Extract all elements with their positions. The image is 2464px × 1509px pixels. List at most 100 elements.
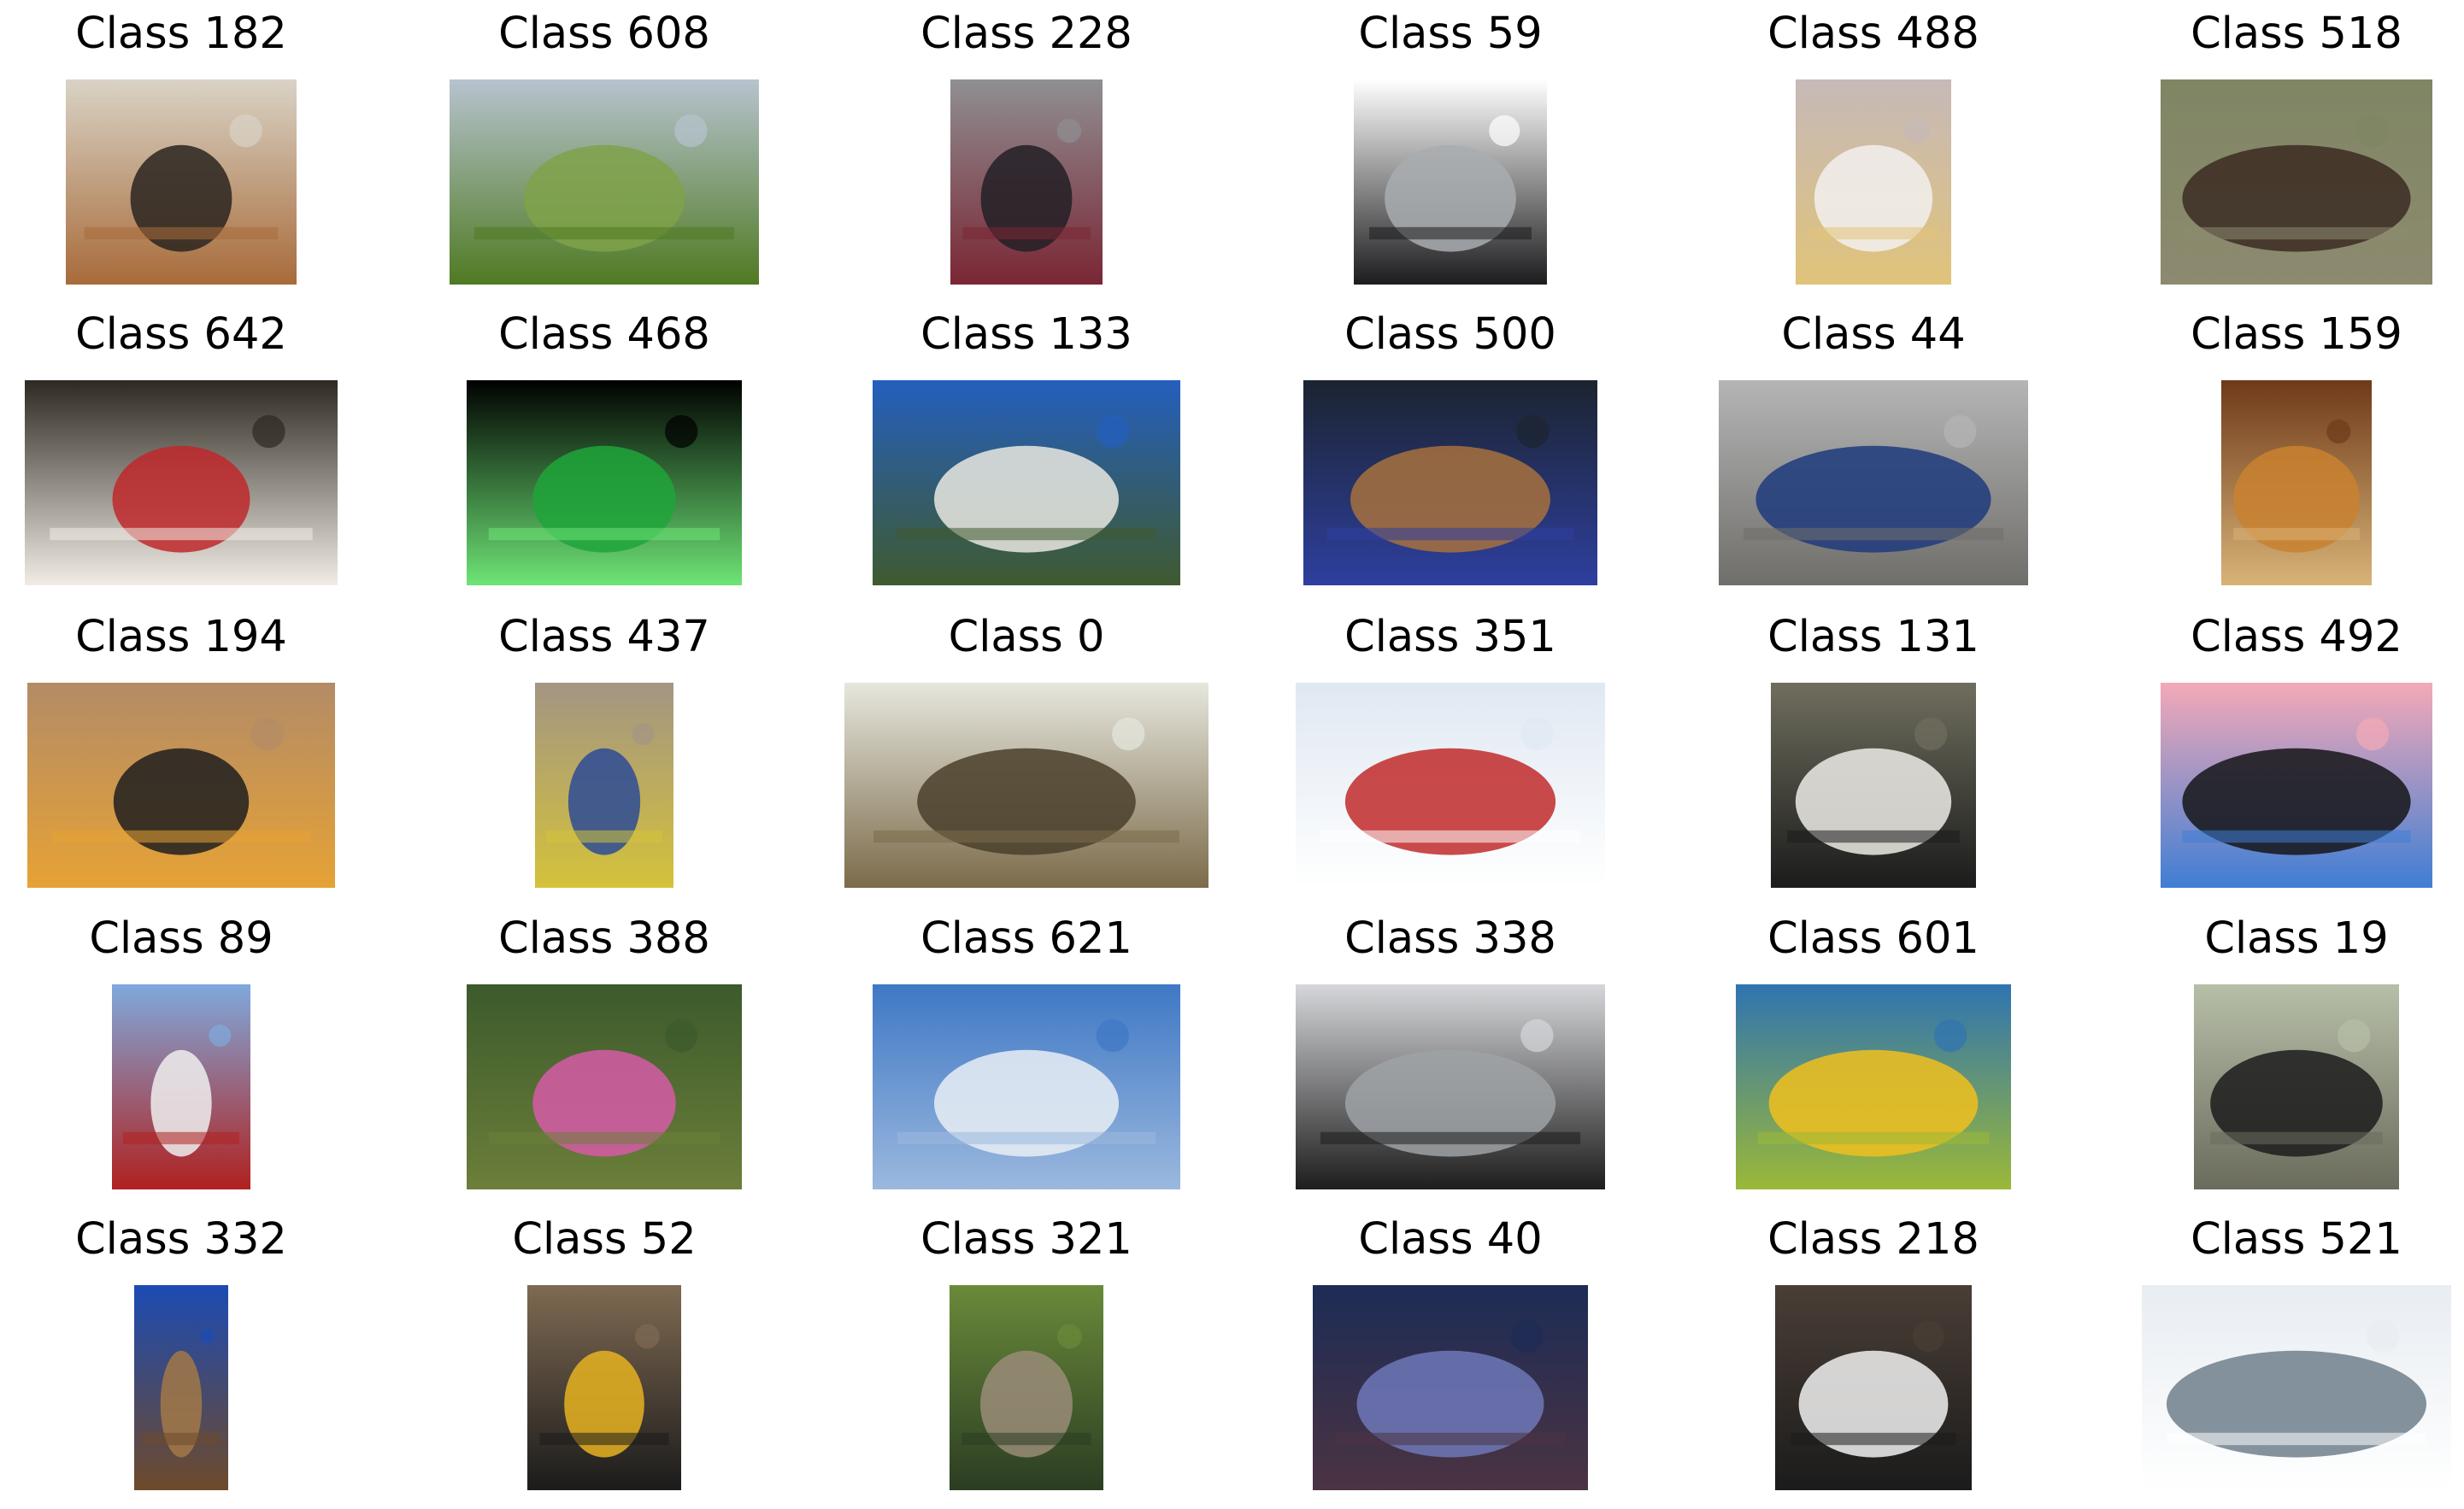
tile-image xyxy=(950,1285,1103,1490)
image-tile: Class 608 xyxy=(399,0,809,299)
photo-cassette-tape-with-cards-icon xyxy=(1771,683,1976,888)
tile-image xyxy=(2161,683,2432,888)
photo-green-glowing-lamp-icon xyxy=(467,380,742,585)
image-tile: Class 351 xyxy=(1245,603,1655,902)
photo-cyclist-on-forest-path-icon xyxy=(950,1285,1103,1490)
tile-image xyxy=(467,380,742,585)
tile-label: Class 500 xyxy=(1344,309,1556,360)
tile-image xyxy=(2194,984,2399,1189)
image-tile: Class 228 xyxy=(821,0,1232,299)
tile-label: Class 621 xyxy=(920,913,1132,964)
photo-teddy-bears-icon xyxy=(1303,380,1597,585)
image-tile: Class 40 xyxy=(1245,1206,1655,1505)
image-tile: Class 388 xyxy=(399,905,809,1204)
tile-image xyxy=(467,984,742,1189)
image-tile: Class 321 xyxy=(821,1206,1232,1505)
photo-parachutists-in-sky-icon xyxy=(1296,683,1605,888)
tile-label: Class 338 xyxy=(1344,913,1556,964)
photo-sunburst-electric-guitar-icon xyxy=(527,1285,681,1490)
image-tile: Class 52 xyxy=(399,1206,809,1505)
photo-people-with-decorated-shields-icon xyxy=(535,683,673,888)
tile-label: Class 332 xyxy=(75,1214,287,1265)
tile-image xyxy=(1296,984,1605,1189)
image-tile: Class 19 xyxy=(2091,905,2464,1204)
tile-label: Class 0 xyxy=(948,612,1105,662)
tile-image xyxy=(1303,380,1597,585)
photo-ibex-herd-in-snow-icon xyxy=(844,683,1208,888)
tile-label: Class 40 xyxy=(1358,1214,1543,1265)
image-tile: Class 59 xyxy=(1245,0,1655,299)
tile-image xyxy=(844,683,1208,888)
tile-image xyxy=(527,1285,681,1490)
photo-food-in-cast-iron-pan-icon xyxy=(27,683,335,888)
photo-monkey-in-tree-icon xyxy=(2194,984,2399,1189)
tile-image xyxy=(2221,380,2372,585)
tile-image xyxy=(1354,79,1547,285)
tile-image xyxy=(450,79,759,285)
tile-image xyxy=(1313,1285,1588,1490)
tile-image xyxy=(535,683,673,888)
image-tile: Class 182 xyxy=(0,0,386,299)
image-tile: Class 44 xyxy=(1668,301,2079,600)
photo-moray-eel-underwater-icon xyxy=(1313,1285,1588,1490)
image-tile: Class 642 xyxy=(0,301,386,600)
image-tile: Class 437 xyxy=(399,603,809,902)
photo-obelisk-and-ruins-icon xyxy=(134,1285,228,1490)
tile-label: Class 133 xyxy=(920,309,1132,360)
image-tile: Class 159 xyxy=(2091,301,2464,600)
tile-label: Class 521 xyxy=(2191,1214,2402,1265)
image-tile: Class 488 xyxy=(1668,0,2079,299)
image-tile: Class 133 xyxy=(821,301,1232,600)
tile-image xyxy=(66,79,297,285)
tile-image xyxy=(873,380,1180,585)
image-tile: Class 621 xyxy=(821,905,1232,1204)
image-tile: Class 0 xyxy=(821,603,1232,902)
tile-image xyxy=(1775,1285,1972,1490)
photo-japanese-castle-tower-icon xyxy=(873,380,1180,585)
tile-label: Class 608 xyxy=(498,9,710,59)
tile-image xyxy=(134,1285,228,1490)
photo-electronics-lab-bench-icon xyxy=(1296,984,1605,1189)
photo-black-boxer-shorts-icon xyxy=(2161,683,2432,888)
tile-label: Class 59 xyxy=(1358,9,1543,59)
image-tile: Class 332 xyxy=(0,1206,386,1505)
tile-label: Class 437 xyxy=(498,612,710,662)
tile-image xyxy=(2142,1285,2451,1490)
tile-label: Class 218 xyxy=(1767,1214,1979,1265)
tile-label: Class 159 xyxy=(2191,309,2402,360)
tile-image xyxy=(1771,683,1976,888)
photo-red-spotted-mushroom-icon xyxy=(25,380,338,585)
tile-image xyxy=(950,79,1103,285)
tile-image xyxy=(25,380,338,585)
image-tile: Class 601 xyxy=(1668,905,2079,1204)
photo-silver-desk-clock-icon xyxy=(1354,79,1547,285)
tile-label: Class 492 xyxy=(2191,612,2402,662)
image-tile: Class 131 xyxy=(1668,603,2079,902)
image-tile: Class 194 xyxy=(0,603,386,902)
photo-couple-in-formal-wear-icon xyxy=(950,79,1103,285)
tile-label: Class 131 xyxy=(1767,612,1979,662)
tile-label: Class 321 xyxy=(920,1214,1132,1265)
image-tile: Class 521 xyxy=(2091,1206,2464,1505)
tile-label: Class 19 xyxy=(2204,913,2389,964)
photo-wooden-drawer-on-bench-icon xyxy=(2161,79,2432,285)
tile-label: Class 601 xyxy=(1767,913,1979,964)
image-tile: Class 500 xyxy=(1245,301,1655,600)
tile-label: Class 52 xyxy=(512,1214,697,1265)
tile-label: Class 488 xyxy=(1767,9,1979,59)
tile-label: Class 228 xyxy=(920,9,1132,59)
tile-image xyxy=(112,984,250,1189)
image-tile: Class 518 xyxy=(2091,0,2464,299)
tile-label: Class 518 xyxy=(2191,9,2402,59)
tile-label: Class 194 xyxy=(75,612,287,662)
photo-sailboats-on-water-icon xyxy=(2142,1285,2451,1490)
photo-lotion-bottle-icon xyxy=(1796,79,1951,285)
image-tile: Class 338 xyxy=(1245,905,1655,1204)
tile-image xyxy=(1296,683,1605,888)
image-tile: Class 468 xyxy=(399,301,809,600)
tile-label: Class 351 xyxy=(1344,612,1556,662)
photo-dining-table-with-black-chairs-icon xyxy=(66,79,297,285)
tile-label: Class 468 xyxy=(498,309,710,360)
photo-guards-on-white-horses-icon xyxy=(112,984,250,1189)
